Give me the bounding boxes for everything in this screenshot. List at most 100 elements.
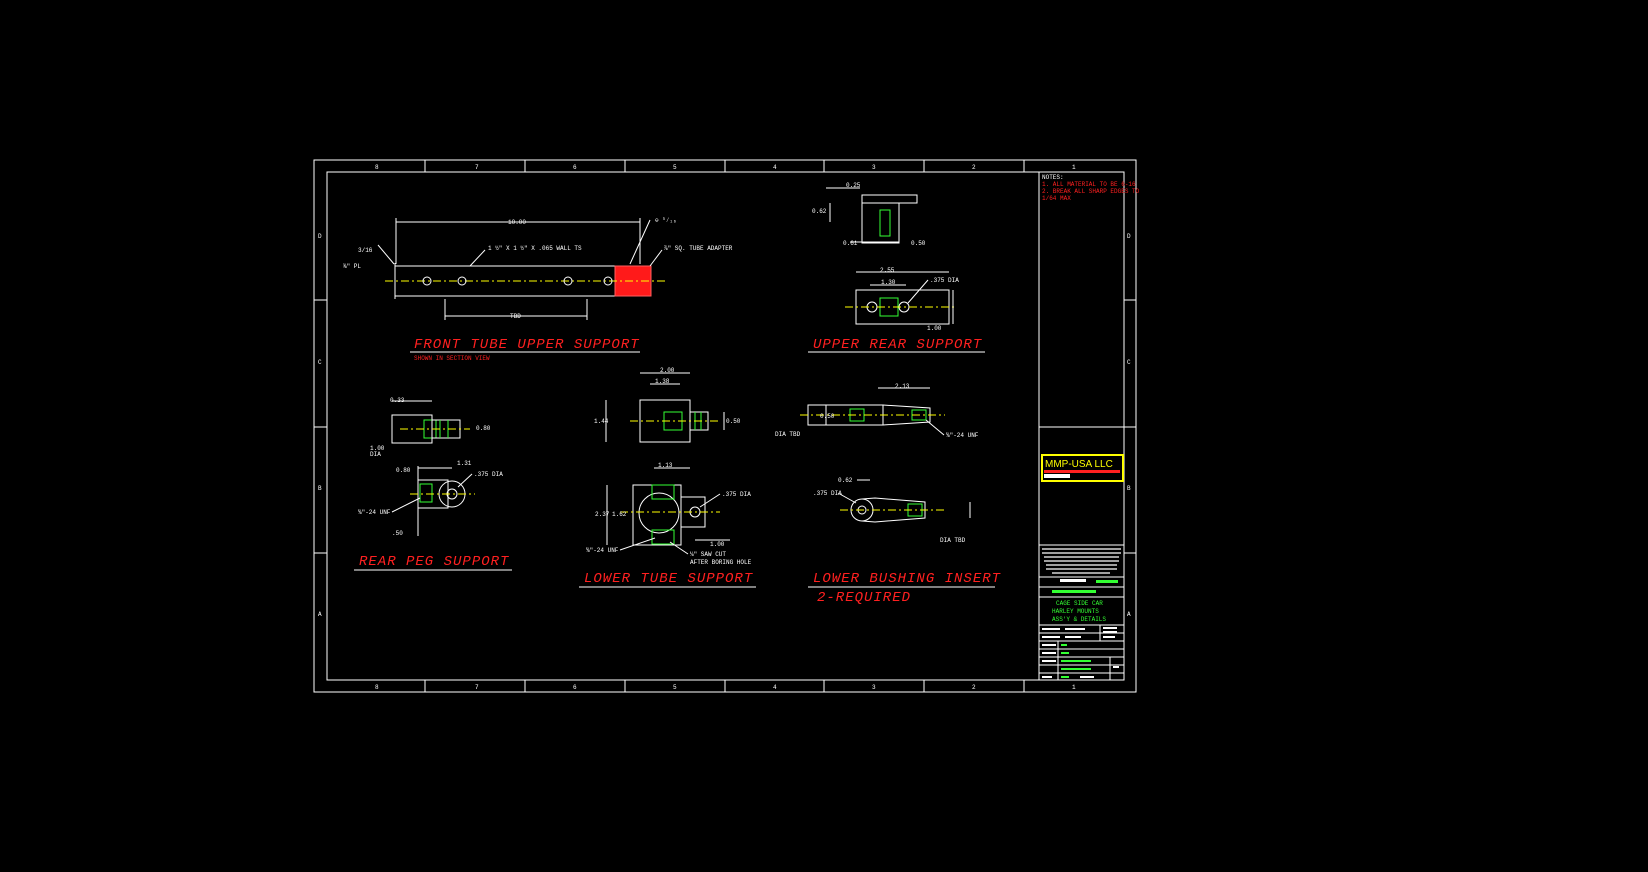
approval-date bbox=[1096, 580, 1118, 583]
zone-row-b-left: B bbox=[318, 485, 322, 492]
dim-lb-b: 0.50 bbox=[820, 413, 835, 420]
zone-col-4-bottom: 4 bbox=[773, 684, 777, 691]
zone-row-a-left: A bbox=[318, 611, 322, 618]
zone-col-6-top: 6 bbox=[573, 164, 577, 171]
dim-ur-h: 1.00 bbox=[927, 325, 942, 332]
dim-ur-c: 0.61 bbox=[843, 240, 858, 247]
drawing-title-line-3: ASS'Y & DETAILS bbox=[1052, 616, 1106, 623]
dim-lt-l: AFTER BORING HOLE bbox=[690, 559, 752, 566]
title-front-tube-upper-support: FRONT TUBE UPPER SUPPORT bbox=[414, 337, 640, 353]
dim-rp-e: 1.31 bbox=[457, 460, 472, 467]
zone-col-3-top: 3 bbox=[872, 164, 876, 171]
zone-col-6-bottom: 6 bbox=[573, 684, 577, 691]
title-lower-tube-support: LOWER TUBE SUPPORT bbox=[584, 571, 753, 587]
lower-bushing-qty: 2-REQUIRED bbox=[817, 590, 911, 606]
zone-col-7-top: 7 bbox=[475, 164, 479, 171]
dim-rp-a: 0.33 bbox=[390, 397, 405, 404]
dim-lt-i: 1.00 bbox=[710, 541, 725, 548]
dim-lt-j: ⅝"-24 UNF bbox=[586, 547, 619, 554]
dim-lb-f: .375 DIA bbox=[813, 490, 842, 497]
zone-col-7-bottom: 7 bbox=[475, 684, 479, 691]
zone-col-5-bottom: 5 bbox=[673, 684, 677, 691]
dim-rp-c: 1.00 bbox=[370, 445, 385, 452]
drawing-title-line-2: HARLEY MOUNTS bbox=[1052, 608, 1099, 615]
dim-rp-g: ⅝"-24 UNF bbox=[358, 509, 391, 516]
dim-lt-b: 1.38 bbox=[655, 378, 670, 385]
view-lower-bushing-insert: 2.13 0.50 DIA TBD ⅝"-24 UNF 0.62 .375 DI… bbox=[775, 383, 1001, 606]
dim-rp-f: .375 DIA bbox=[474, 471, 503, 478]
dim-rp-b: 0.80 bbox=[476, 425, 491, 432]
title-block-grid bbox=[1039, 625, 1124, 680]
dim-rp-c2: DIA bbox=[370, 451, 381, 458]
drawing-title-line-1: CAGE SIDE CAR bbox=[1056, 600, 1103, 607]
zone-col-2-bottom: 2 bbox=[972, 684, 976, 691]
dim-front-tube-callout: 1 ½" X 1 ½" X .065 WALL TS bbox=[488, 245, 582, 252]
zone-col-8-top: 8 bbox=[375, 164, 379, 171]
dim-lb-e: 0.62 bbox=[838, 477, 853, 484]
dim-rp-d: 0.80 bbox=[396, 467, 411, 474]
view-upper-rear-support: 0.25 0.62 0.61 0.50 2.55 1.30 .375 DIA 1… bbox=[808, 182, 985, 353]
sheet-outer-border bbox=[313, 159, 1137, 693]
title-rear-peg-support: REAR PEG SUPPORT bbox=[359, 554, 509, 570]
company-underline bbox=[1044, 470, 1120, 473]
dim-ur-e: 2.55 bbox=[880, 267, 895, 274]
title-lower-bushing-insert: LOWER BUSHING INSERT bbox=[813, 571, 1001, 587]
dim-lb-g: DIA TBD bbox=[940, 537, 966, 544]
dim-ur-d: 0.50 bbox=[911, 240, 926, 247]
proprietary-statement bbox=[1042, 548, 1121, 574]
company-name: MMP-USA LLC bbox=[1045, 459, 1113, 470]
dim-front-weld: 3/16 bbox=[358, 247, 373, 254]
dim-lb-a: 2.13 bbox=[895, 383, 910, 390]
zone-row-c-left: C bbox=[318, 359, 322, 366]
zone-ticks bbox=[314, 160, 1136, 692]
dim-front-tbd: TBD bbox=[510, 313, 521, 320]
dim-ur-f: 1.30 bbox=[881, 279, 896, 286]
zone-row-d-left: D bbox=[318, 233, 322, 240]
zone-row-b-right: B bbox=[1127, 485, 1131, 492]
zone-col-3-bottom: 3 bbox=[872, 684, 876, 691]
dim-ur-a: 0.25 bbox=[846, 182, 861, 189]
dim-lt-h: .375 DIA bbox=[722, 491, 751, 498]
revision-field bbox=[1052, 590, 1096, 593]
zone-col-8-bottom: 8 bbox=[375, 684, 379, 691]
view-front-tube-upper-support: 10.00 TBD 1 ½" X 1 ½" X .065 WALL TS ⅞" … bbox=[343, 217, 733, 362]
note-2: 2. BREAK ALL SHARP EDGES TO bbox=[1042, 188, 1140, 195]
dim-front-plate: ⅜" PL bbox=[343, 263, 361, 270]
dim-front-weld-right: ⊖ ⁵⁄₁₆ bbox=[655, 217, 677, 224]
dim-ur-g: .375 DIA bbox=[930, 277, 959, 284]
dim-rp-h: .50 bbox=[392, 530, 403, 537]
dim-lt-f: 2.37 bbox=[595, 511, 610, 518]
dim-lt-k: ⅛" SAW CUT bbox=[690, 551, 726, 558]
note-1: 1. ALL MATERIAL TO BE 6-16 bbox=[1042, 181, 1136, 188]
dim-lt-e: 1.13 bbox=[658, 462, 673, 469]
zone-labels: 8 7 6 5 4 3 2 1 8 7 6 5 4 3 2 1 D C B A … bbox=[318, 164, 1131, 691]
dim-lt-d: 0.50 bbox=[726, 418, 741, 425]
view-lower-tube-support: 2.00 1.38 1.44 0.50 1.13 2.37 1.62 .375 … bbox=[579, 367, 756, 588]
dim-lt-c: 1.44 bbox=[594, 418, 609, 425]
zone-col-2-top: 2 bbox=[972, 164, 976, 171]
title-upper-rear-support: UPPER REAR SUPPORT bbox=[813, 337, 982, 353]
zone-row-a-right: A bbox=[1127, 611, 1131, 618]
notes-label: NOTES: bbox=[1042, 174, 1064, 181]
zone-col-1-bottom: 1 bbox=[1072, 684, 1076, 691]
dim-front-adapter-callout: ⅞" SQ. TUBE ADAPTER bbox=[664, 245, 733, 252]
dim-lt-a: 2.00 bbox=[660, 367, 675, 374]
view-rear-peg-support: 0.33 0.80 1.00 DIA 0.80 1.31 .375 DIA ⅝"… bbox=[354, 397, 512, 571]
title-block-fields bbox=[1042, 627, 1119, 678]
zone-col-4-top: 4 bbox=[773, 164, 777, 171]
dim-lb-d: ⅝"-24 UNF bbox=[946, 432, 979, 439]
approval-field bbox=[1060, 579, 1086, 582]
dim-ur-b: 0.62 bbox=[812, 208, 827, 215]
zone-row-d-right: D bbox=[1127, 233, 1131, 240]
zone-row-c-right: C bbox=[1127, 359, 1131, 366]
dim-lt-g: 1.62 bbox=[612, 511, 627, 518]
company-box bbox=[1041, 454, 1124, 482]
subtitle-shown-in-section-view: SHOWN IN SECTION VIEW bbox=[414, 355, 490, 362]
note-3: 1/64 MAX bbox=[1042, 195, 1071, 202]
company-logo-mark bbox=[1044, 474, 1070, 478]
zone-col-5-top: 5 bbox=[673, 164, 677, 171]
dim-front-length: 10.00 bbox=[508, 219, 526, 226]
zone-col-1-top: 1 bbox=[1072, 164, 1076, 171]
dim-lb-c: DIA TBD bbox=[775, 431, 801, 438]
